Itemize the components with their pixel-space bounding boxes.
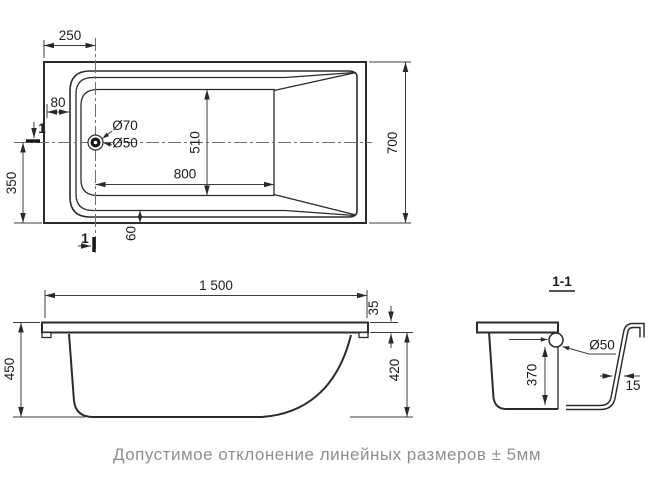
section-sheet-inner — [566, 324, 644, 409]
dim-800: 800 — [95, 167, 274, 188]
dim-350: 350 — [4, 142, 42, 224]
dim-15-label: 15 — [625, 378, 640, 393]
backrest-slope-bottom — [273, 193, 357, 216]
dim-800-label: 800 — [174, 167, 197, 182]
tolerance-caption: Допустимое отклонение линейных размеров … — [113, 445, 541, 464]
dim-15: 15 — [600, 373, 641, 393]
drain-ring — [90, 137, 101, 148]
section-view: 1-1 Ø50 370 15 — [476, 274, 645, 411]
backrest-slope-top — [273, 71, 357, 92]
dim-250: 250 — [43, 28, 96, 58]
dim-420-label: 420 — [387, 359, 402, 382]
overflow-dia-label: Ø50 — [589, 338, 615, 353]
dim-35: 35 — [366, 300, 413, 348]
dim-370-label: 370 — [525, 364, 540, 387]
dim-510: 510 — [188, 89, 210, 196]
dim-350-label: 350 — [4, 172, 19, 195]
dim-250-label: 250 — [59, 28, 82, 43]
section-mark-bottom-label: 1 — [81, 231, 89, 246]
top-view: 250 80 Ø70 Ø50 510 800 700 — [4, 28, 411, 253]
drain-dia-70-label: Ø70 — [112, 118, 138, 133]
dim-450-label: 450 — [2, 358, 17, 381]
dim-80-label: 80 — [50, 95, 65, 110]
dim-35-label: 35 — [366, 300, 381, 315]
side-view: 1 500 450 35 420 — [2, 278, 413, 418]
dim-510-label: 510 — [188, 131, 203, 154]
dim-80: 80 — [46, 95, 69, 118]
overflow-hole — [548, 332, 564, 348]
dim-700-label: 700 — [385, 132, 400, 155]
dim-370: 370 — [525, 347, 548, 405]
drain-dia-50-label: Ø50 — [112, 136, 138, 151]
dim-1500-label: 1 500 — [199, 278, 233, 293]
dim-700: 700 — [369, 61, 411, 224]
drain-callouts: Ø70 Ø50 — [102, 118, 138, 151]
dim-420: 420 — [350, 332, 413, 418]
dim-1500: 1 500 — [44, 278, 368, 318]
dim-60: 60 — [124, 210, 143, 241]
dim-60-label: 60 — [124, 226, 139, 241]
section-cut-mark-bottom: 1 — [78, 231, 96, 252]
overflow-callout: Ø50 — [509, 337, 616, 355]
dim-450: 450 — [2, 322, 85, 418]
tub-rim-inner — [75, 71, 356, 217]
section-title: 1-1 — [552, 274, 572, 289]
side-rim-flange — [41, 321, 369, 334]
side-rim-lip-left — [41, 331, 52, 339]
section-flange — [476, 321, 559, 334]
side-rim-lip-right — [358, 331, 369, 339]
section-cut-mark-left: 1 — [26, 121, 46, 143]
side-body-profile — [68, 333, 352, 418]
section-mark-left-label: 1 — [38, 121, 46, 136]
section-wall-left — [488, 331, 558, 410]
